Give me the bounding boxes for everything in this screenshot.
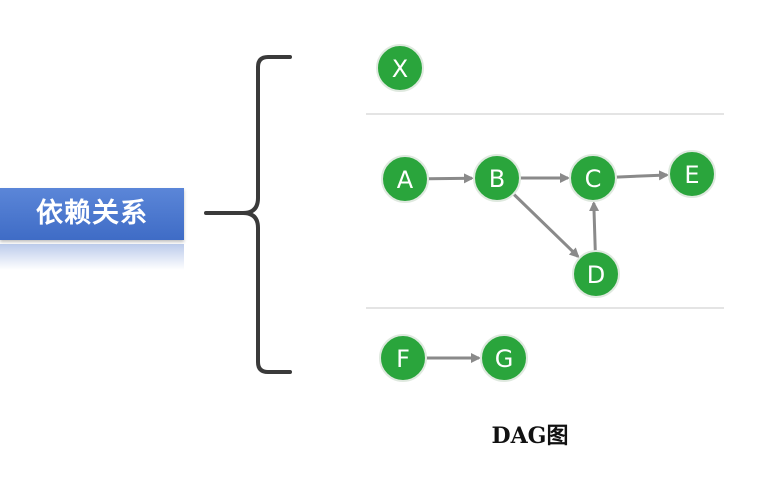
node-f: F: [379, 334, 427, 382]
node-label: G: [495, 345, 514, 373]
node-label: F: [396, 345, 410, 373]
edge-b-d: [512, 192, 580, 258]
node-circle: [569, 154, 617, 202]
node-circle: [572, 250, 620, 298]
dependency-label-reflection: [0, 244, 184, 270]
node-g: G: [480, 334, 528, 382]
node-label: A: [397, 166, 414, 194]
diagram-caption: DAG图: [491, 423, 569, 449]
node-b: B: [473, 154, 521, 202]
node-circle: [668, 150, 716, 198]
nodes: X A B C D E F G: [376, 44, 716, 382]
node-label: X: [392, 55, 408, 83]
node-label: B: [489, 165, 505, 193]
edges: [426, 170, 670, 363]
node-label: E: [684, 161, 699, 189]
edge-c-e: [615, 170, 670, 181]
curly-brace: [204, 55, 292, 374]
edge-d-c: [589, 200, 600, 252]
node-c: C: [569, 154, 617, 202]
node-circle: [473, 154, 521, 202]
node-circle: [379, 334, 427, 382]
dependency-label: 依赖关系: [0, 188, 184, 240]
node-a: A: [381, 155, 429, 203]
node-circle: [381, 155, 429, 203]
node-d: D: [572, 250, 620, 298]
node-circle: [376, 44, 424, 92]
node-circle: [480, 334, 528, 382]
node-x: X: [376, 44, 424, 92]
node-label: D: [587, 261, 605, 289]
node-label: C: [585, 165, 602, 193]
node-e: E: [668, 150, 716, 198]
